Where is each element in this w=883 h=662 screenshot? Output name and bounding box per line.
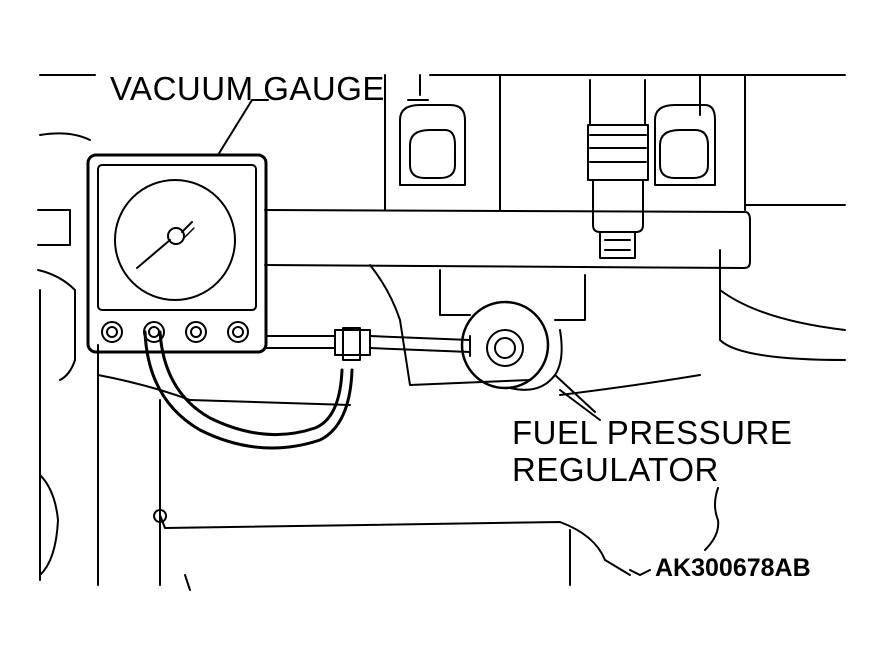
vacuum-hose xyxy=(143,327,471,450)
fuel-injectors xyxy=(399,79,716,259)
fuel-pressure-label-line2: REGULATOR xyxy=(512,451,719,488)
engine-block-outline xyxy=(37,74,846,591)
vacuum-gauge-label: VACUUM GAUGE xyxy=(110,70,385,107)
figure-code: AK300678AB xyxy=(655,554,811,582)
fuel-pressure-regulator xyxy=(460,300,720,576)
fuel-pressure-label-line1: FUEL PRESSURE xyxy=(512,414,793,451)
fuel-pressure-regulator-label: FUEL PRESSURE REGULATOR xyxy=(512,414,792,488)
vacuum-gauge xyxy=(86,99,269,354)
fuel-rail xyxy=(264,74,846,269)
